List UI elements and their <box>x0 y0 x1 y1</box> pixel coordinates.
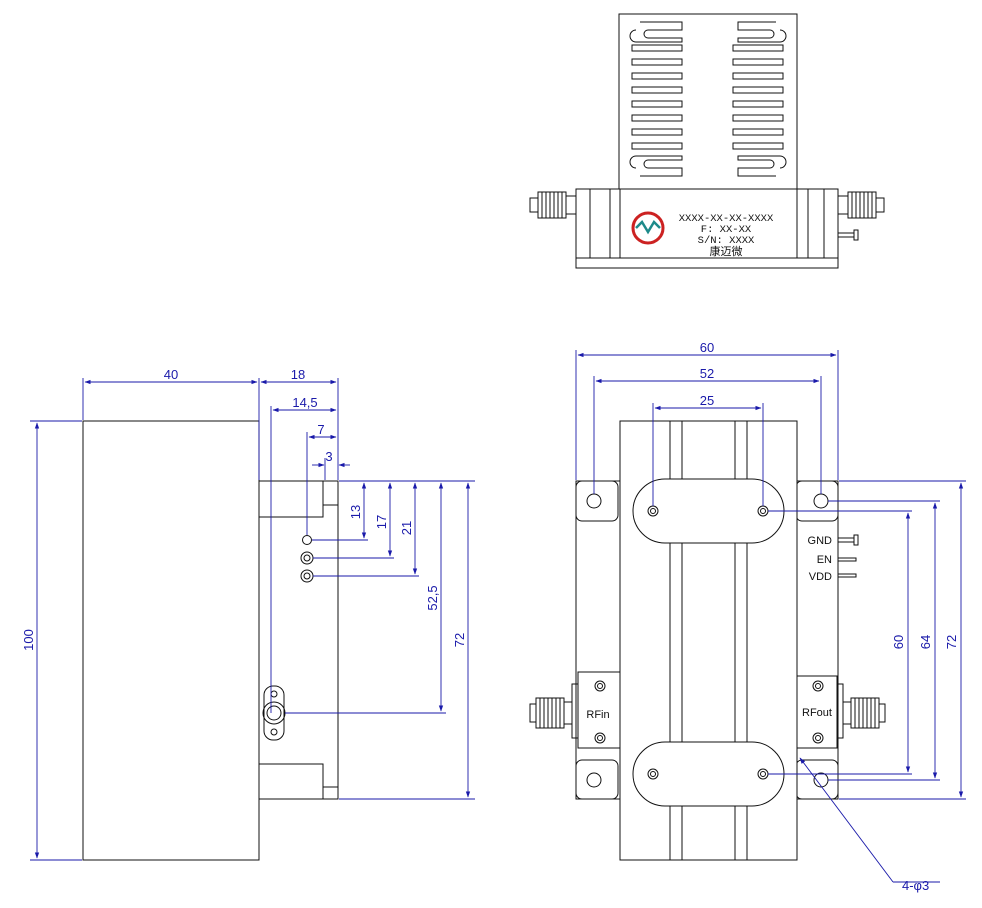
top-view: XXXX-XX-XX-XXXX F: XX-XX S/N: XXXX 康迈微 <box>529 13 885 269</box>
heatsink-fins-right <box>732 21 787 177</box>
dim-7: 7 <box>317 422 324 437</box>
dim-18: 18 <box>291 367 305 382</box>
side-sma-connector <box>262 685 286 741</box>
pin-gnd-label: GND <box>808 535 833 547</box>
dim-100: 100 <box>21 629 36 651</box>
dc-pins <box>837 534 859 578</box>
holes-callout: 4-φ3 <box>902 878 929 893</box>
mount-ear-bottom-right <box>795 759 839 800</box>
heatsink-fins-left <box>629 21 683 177</box>
dim-72-height: 72 <box>944 635 959 649</box>
side-heatsink-block <box>82 420 260 861</box>
dim-3: 3 <box>325 449 332 464</box>
mount-ear-bottom-left <box>575 759 619 800</box>
cover-plate-top <box>632 478 785 544</box>
rfout-label: RFout <box>802 707 832 719</box>
dim-72: 72 <box>452 633 467 647</box>
brand-logo <box>631 211 665 245</box>
side-pins <box>300 535 314 583</box>
pin-en-label: EN <box>817 554 832 566</box>
brand-name: 康迈微 <box>710 244 743 258</box>
dim-52-5: 52,5 <box>425 585 440 610</box>
dim-14-5: 14,5 <box>292 395 317 410</box>
feedthrough-pin-top <box>837 229 859 241</box>
sma-connector-right-top <box>837 191 885 219</box>
dim-52: 52 <box>700 366 714 381</box>
rfin-port-block <box>529 671 621 749</box>
mount-ear-top-left <box>575 480 619 522</box>
mount-hole <box>586 772 602 788</box>
rfin-label: RFin <box>586 709 609 721</box>
pin-vdd-label: VDD <box>809 571 832 583</box>
amplifier-body-top <box>575 188 839 269</box>
side-view: 40 18 14,5 7 3 13 17 21 52,5 72 100 <box>21 367 475 861</box>
rfout-port-block <box>796 675 886 749</box>
dim-40: 40 <box>164 367 178 382</box>
serial-label: S/N: XXXX <box>698 235 755 247</box>
cover-plate-bottom <box>632 741 785 807</box>
dim-13: 13 <box>348 505 363 519</box>
dim-60-height: 60 <box>891 635 906 649</box>
sma-connector-left-top <box>529 191 577 219</box>
dim-21: 21 <box>399 521 414 535</box>
dim-64: 64 <box>918 635 933 649</box>
frequency-label: F: XX-XX <box>701 224 752 236</box>
front-view: RFin RFout GND EN VDD <box>529 340 966 893</box>
dim-17: 17 <box>374 515 389 529</box>
dim-60-width: 60 <box>700 340 714 355</box>
model-number: XXXX-XX-XX-XXXX <box>679 213 774 225</box>
dim-25: 25 <box>700 393 714 408</box>
